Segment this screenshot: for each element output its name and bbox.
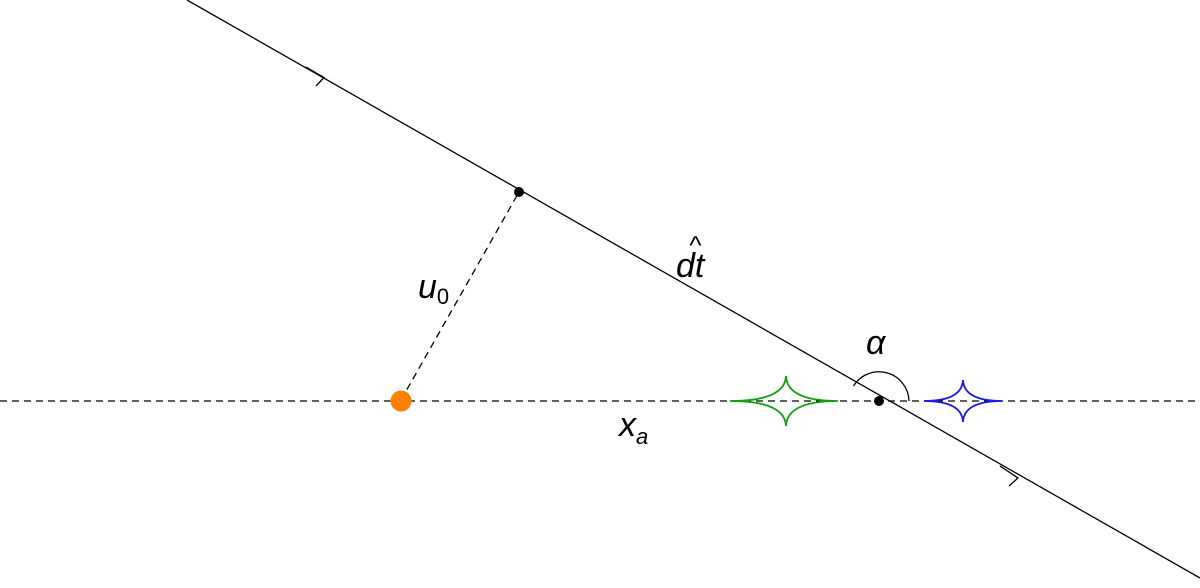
xa-label: xa: [617, 406, 648, 449]
closest-approach-point: [514, 187, 524, 197]
dt-hat-label: ^: [689, 230, 702, 260]
direction-arrow-upper: [305, 66, 326, 87]
alpha-label: α: [866, 324, 887, 362]
lens-point: [390, 390, 412, 412]
angle-arc: [852, 371, 910, 402]
source-trajectory: [186, 0, 1200, 579]
axis-crossing-point: [874, 396, 884, 406]
caustic-right: [923, 379, 1003, 423]
direction-arrow-lower: [999, 465, 1020, 487]
caustic-left: [729, 375, 839, 427]
u0-label: u0: [418, 268, 449, 309]
dt-label: dt: [676, 247, 706, 285]
impact-parameter-line: [400, 191, 520, 401]
